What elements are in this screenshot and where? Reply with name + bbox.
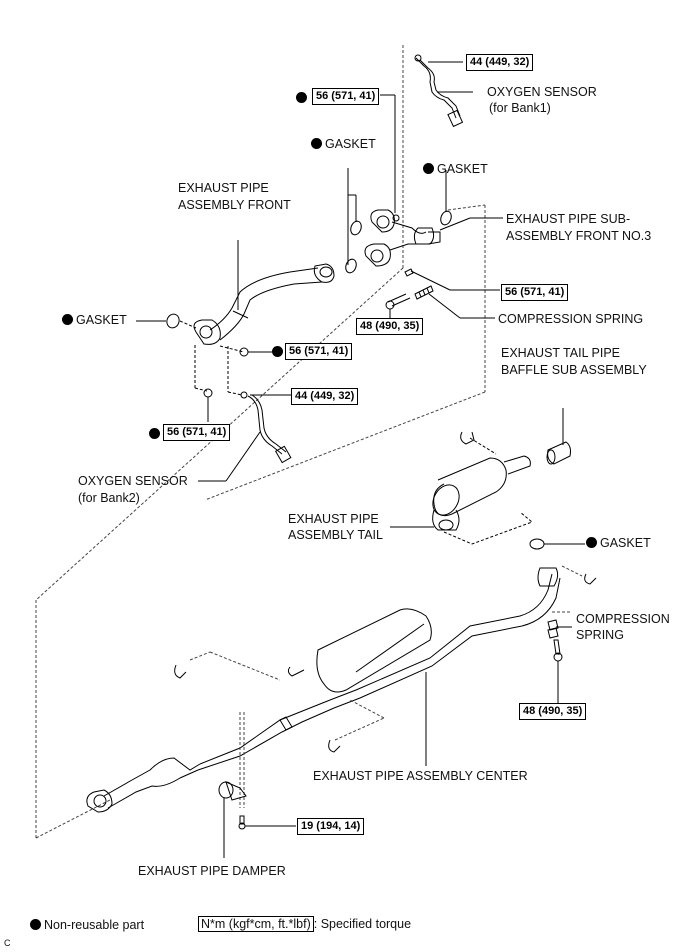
torque-label-bolt-damper: 19 (194, 14) [297, 818, 365, 835]
label-gasket-upper-left: GASKET [311, 137, 376, 152]
non-reusable-marker [272, 346, 283, 357]
label-pipe-front-line1: EXHAUST PIPE [178, 181, 269, 195]
tail-pipe-baffle [546, 441, 571, 465]
torque-label-nut-front-lower: 56 (571, 41) [163, 424, 231, 441]
oxygen-sensor-bank1 [414, 54, 473, 128]
label-pipe-sub-front-no3-line1: EXHAUST PIPE SUB- [506, 212, 631, 226]
label-pipe-damper: EXHAUST PIPE DAMPER [138, 864, 286, 878]
gasket-ring [529, 538, 545, 550]
legend-torque-desc: : Specified torque [313, 917, 412, 931]
non-reusable-marker [296, 92, 307, 103]
torque-label-bolt-sub-front: 56 (571, 41) [501, 284, 569, 301]
non-reusable-marker [62, 314, 73, 325]
gasket-ring [345, 258, 357, 274]
gasket-text: GASKET [437, 162, 488, 176]
non-reusable-marker [311, 138, 322, 149]
label-gasket-tail: GASKET [586, 536, 651, 551]
label-gasket-upper-right: GASKET [423, 162, 488, 177]
label-compression-spring-upper: COMPRESSION SPRING [498, 312, 644, 326]
gasket-text: GASKET [600, 536, 651, 550]
label-oxygen-sensor-bank1-sub: (for Bank1) [489, 101, 551, 115]
exhaust-pipe-damper [218, 781, 247, 801]
gasket-ring [166, 313, 180, 329]
torque-label-bolt-spring-lower: 48 (490, 35) [519, 703, 587, 720]
torque-label-o2-bank2: 44 (449, 32) [291, 388, 359, 405]
oxygen-sensor-bank2 [198, 346, 292, 482]
label-pipe-center: EXHAUST PIPE ASSEMBLY CENTER [313, 769, 528, 783]
assembly-outline-upper [35, 45, 486, 839]
label-tail-pipe-baffle-line1: EXHAUST TAIL PIPE [501, 346, 621, 360]
non-reusable-marker [586, 537, 597, 548]
non-reusable-marker [423, 163, 434, 174]
torque-label-nut-upper: 56 (571, 41) [312, 88, 380, 105]
label-pipe-tail-line1: EXHAUST PIPE [288, 512, 379, 526]
label-compression-spring-lower-line2: SPRING [576, 628, 624, 642]
label-oxygen-sensor-bank2-sub: (for Bank2) [78, 491, 140, 505]
torque-label-bolt-spring-upper: 48 (490, 35) [356, 318, 424, 335]
legend-torque-unit-box: N*m (kgf*cm, ft.*lbf) [198, 916, 314, 932]
gasket-text: GASKET [76, 313, 127, 327]
pipe-assembly-tail [432, 431, 531, 531]
gasket-text: GASKET [325, 137, 376, 151]
torque-label-nut-front-right: 56 (571, 41) [285, 343, 353, 360]
label-pipe-tail-line2: ASSEMBLY TAIL [288, 528, 383, 542]
legend-non-reusable-text: Non-reusable part [44, 918, 145, 932]
corner-mark: C [4, 938, 11, 948]
label-gasket-left: GASKET [62, 313, 127, 328]
pipe-sub-front-no3 [364, 209, 441, 267]
pipe-assembly-center [86, 567, 597, 813]
gasket-ring [440, 210, 452, 226]
pipe-assembly-front [193, 263, 335, 345]
non-reusable-marker [30, 919, 41, 930]
label-oxygen-sensor-bank2: OXYGEN SENSOR [78, 474, 188, 488]
legend-non-reusable: Non-reusable part [30, 918, 144, 933]
label-compression-spring-lower-line1: COMPRESSION [576, 612, 670, 626]
label-oxygen-sensor-bank1: OXYGEN SENSOR [487, 85, 597, 99]
label-pipe-front-line2: ASSEMBLY FRONT [178, 198, 291, 212]
legend-torque: N*m (kgf*cm, ft.*lbf): Specified torque [198, 916, 412, 932]
non-reusable-marker [149, 428, 160, 439]
gasket-ring [350, 220, 362, 236]
torque-label-o2-bank1: 44 (449, 32) [466, 54, 534, 71]
label-pipe-sub-front-no3-line2: ASSEMBLY FRONT NO.3 [506, 229, 652, 243]
label-tail-pipe-baffle-line2: BAFFLE SUB ASSEMBLY [501, 363, 647, 377]
